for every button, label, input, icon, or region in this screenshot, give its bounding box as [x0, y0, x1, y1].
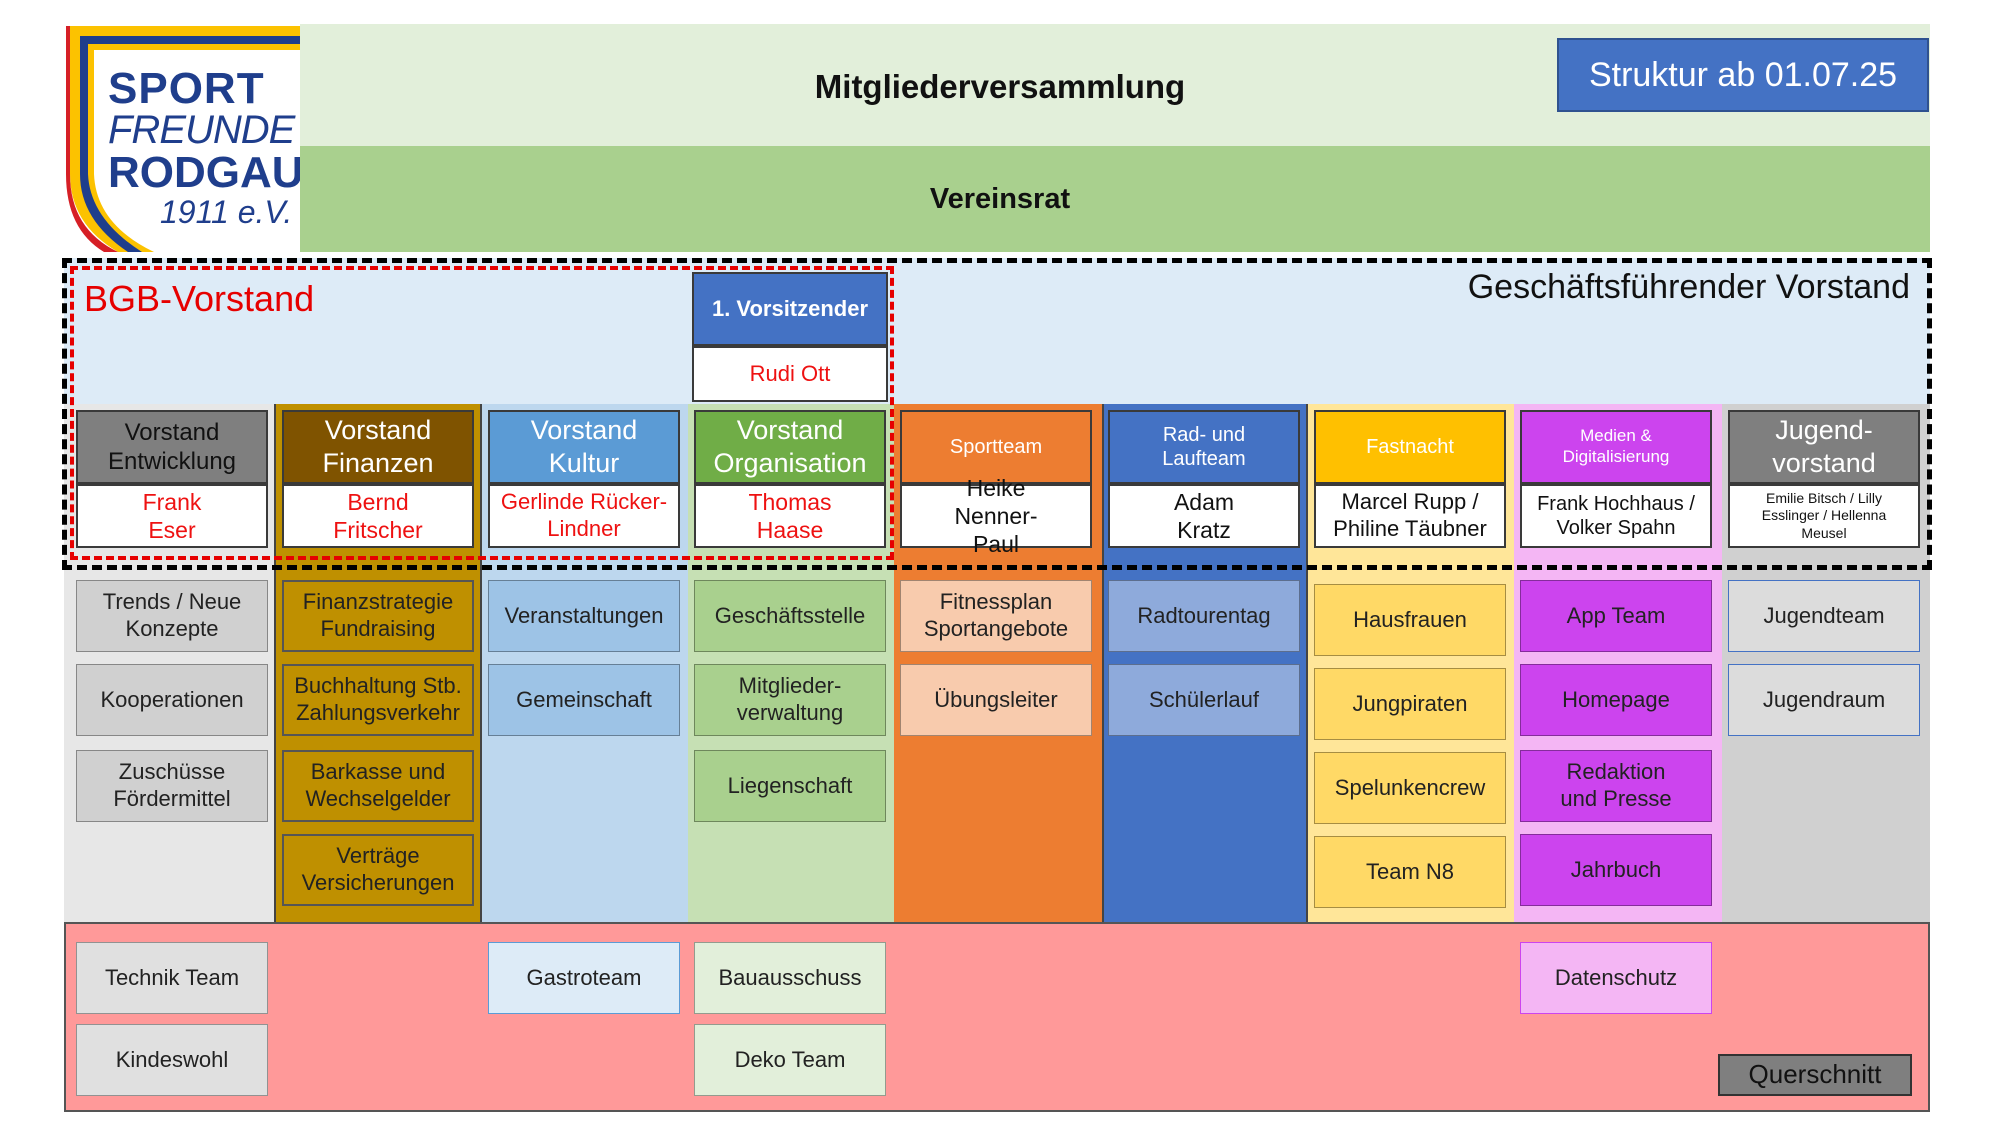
item-liegenschaft: Liegenschaft	[694, 750, 886, 822]
item-team-n8: Team N8	[1314, 836, 1506, 908]
logo-line-4: 1911 e.V.	[160, 194, 293, 230]
col-name-organisation: Thomas Haase	[694, 484, 886, 548]
quer-kindeswohl: Kindeswohl	[76, 1024, 268, 1096]
quer-datenschutz: Datenschutz	[1520, 942, 1712, 1014]
item-homepage: Homepage	[1520, 664, 1712, 736]
item-jungpiraten: Jungpiraten	[1314, 668, 1506, 740]
item-jahrbuch: Jahrbuch	[1520, 834, 1712, 906]
col-header-kultur: Vorstand Kultur	[488, 410, 680, 484]
quer-technik-team: Technik Team	[76, 942, 268, 1014]
quer-gastroteam: Gastroteam	[488, 942, 680, 1014]
item-barkasse: Barkasse und Wechselgelder	[282, 750, 474, 822]
col-name-entwicklung: Frank Eser	[76, 484, 268, 548]
col-header-fastnacht: Fastnacht	[1314, 410, 1506, 484]
querschnitt-label: Querschnitt	[1718, 1054, 1912, 1096]
item-mitgliederverwaltung: Mitglieder-verwaltung	[694, 664, 886, 736]
col-name-finanzen: Bernd Fritscher	[282, 484, 474, 548]
club-logo: SPORT FREUNDE RODGAU 1911 e.V.	[64, 24, 300, 252]
item-gemeinschaft: Gemeinschaft	[488, 664, 680, 736]
col-name-radteam: Adam Kratz	[1108, 484, 1300, 548]
item-buchhaltung: Buchhaltung Stb. Zahlungsverkehr	[282, 664, 474, 736]
bgb-vorstand-label: BGB-Vorstand	[84, 278, 315, 319]
col-header-radteam: Rad- und Laufteam	[1108, 410, 1300, 484]
col-header-finanzen: Vorstand Finanzen	[282, 410, 474, 484]
item-redaktion: Redaktion und Presse	[1520, 750, 1712, 822]
gf-vorstand-label: Geschäftsführender Vorstand	[1467, 268, 1910, 306]
col-header-organisation: Vorstand Organisation	[694, 410, 886, 484]
logo-line-3: RODGAU	[108, 148, 300, 197]
quer-deko-team: Deko Team	[694, 1024, 886, 1096]
item-vertraege: Verträge Versicherungen	[282, 834, 474, 906]
col-name-fastnacht: Marcel Rupp / Philine Täubner	[1314, 484, 1506, 548]
quer-bauausschuss: Bauausschuss	[694, 942, 886, 1014]
logo-line-2: FREUNDE	[108, 108, 295, 152]
chair-name: Rudi Ott	[692, 346, 888, 402]
gf-vorstand-band	[64, 258, 1930, 404]
item-hausfrauen: Hausfrauen	[1314, 584, 1506, 656]
gf-vorstand-outline	[62, 258, 1932, 570]
item-trends: Trends / Neue Konzepte	[76, 580, 268, 652]
col-name-medien: Frank Hochhaus / Volker Spahn	[1520, 484, 1712, 548]
item-jugendraum: Jugendraum	[1728, 664, 1920, 736]
item-jugendteam: Jugendteam	[1728, 580, 1920, 652]
chair-title: 1. Vorsitzender	[692, 272, 888, 346]
item-kooperationen: Kooperationen	[76, 664, 268, 736]
item-geschaeftsstelle: Geschäftsstelle	[694, 580, 886, 652]
bgb-vorstand-outline	[70, 266, 894, 560]
mitgliederversammlung-label: Mitgliederversammlung	[814, 68, 1186, 105]
item-finanzstrategie: Finanzstrategie Fundraising	[282, 580, 474, 652]
col-name-jugend: Emilie Bitsch / Lilly Esslinger / Hellen…	[1728, 484, 1920, 548]
struktur-badge: Struktur ab 01.07.25	[1557, 38, 1929, 112]
item-fitnessplan: Fitnessplan Sportangebote	[900, 580, 1092, 652]
vereinsrat-label: Vereinsrat	[929, 182, 1071, 215]
item-spelunkencrew: Spelunkencrew	[1314, 752, 1506, 824]
logo-line-1: SPORT	[108, 64, 265, 113]
item-veranstaltungen: Veranstaltungen	[488, 580, 680, 652]
col-header-entwicklung: Vorstand Entwicklung	[76, 410, 268, 484]
logo-shield-icon	[66, 26, 300, 252]
col-header-jugend: Jugend-vorstand	[1728, 410, 1920, 484]
item-schuelerlauf: Schülerlauf	[1108, 664, 1300, 736]
item-radtourentag: Radtourentag	[1108, 580, 1300, 652]
vereinsrat-band	[64, 146, 1930, 252]
item-app-team: App Team	[1520, 580, 1712, 652]
item-uebungsleiter: Übungsleiter	[900, 664, 1092, 736]
col-header-medien: Medien & Digitalisierung	[1520, 410, 1712, 484]
col-name-kultur: Gerlinde Rücker-Lindner	[488, 484, 680, 548]
item-zuschuesse: Zuschüsse Fördermittel	[76, 750, 268, 822]
col-header-sportteam: Sportteam	[900, 410, 1092, 484]
